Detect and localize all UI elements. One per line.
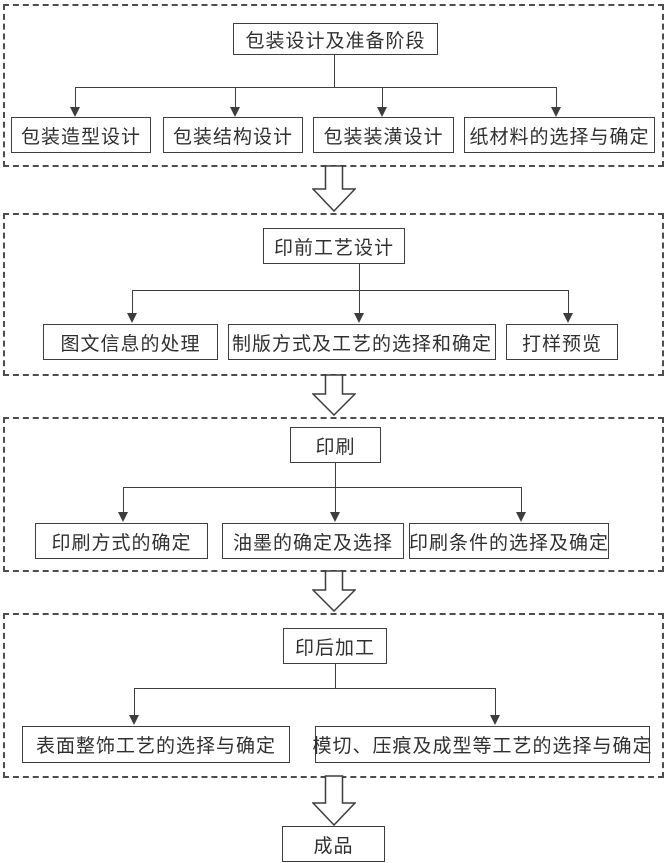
node-s3-child-2: 油墨的确定及选择 bbox=[222, 523, 404, 559]
node-s3-child-3: 印刷条件的选择及确定 bbox=[409, 523, 609, 559]
node-stage3-parent: 印刷 bbox=[290, 427, 381, 463]
arrowhead-icon bbox=[377, 107, 387, 117]
node-stage1-parent: 包装设计及准备阶段 bbox=[233, 23, 438, 55]
node-final-product: 成品 bbox=[282, 826, 385, 862]
arrowhead-icon bbox=[516, 512, 526, 522]
connector-s2-drop-3 bbox=[568, 290, 569, 313]
connector-s4-stem bbox=[335, 663, 336, 688]
arrowhead-icon bbox=[330, 512, 340, 522]
down-arrow-icon bbox=[312, 570, 356, 612]
connector-s1-drop-2 bbox=[235, 87, 236, 108]
arrowhead-icon bbox=[70, 107, 80, 117]
connector-s4-drop-2 bbox=[495, 688, 496, 715]
arrowhead-icon bbox=[490, 715, 500, 725]
node-s2-child-3: 打样预览 bbox=[506, 324, 618, 360]
arrowhead-icon bbox=[127, 313, 137, 323]
node-s4-child-2: 模切、压痕及成型等工艺的选择与确定 bbox=[313, 726, 652, 763]
down-arrow-icon bbox=[312, 775, 356, 826]
connector-s1-drop-4 bbox=[556, 87, 557, 108]
node-s1-child-4: 纸材料的选择与确定 bbox=[464, 117, 655, 153]
arrowhead-icon bbox=[354, 313, 364, 323]
connector-s2-stem bbox=[359, 263, 360, 313]
node-s1-child-1: 包装造型设计 bbox=[11, 117, 151, 153]
node-stage2-parent: 印前工艺设计 bbox=[263, 228, 405, 264]
connector-s4-bus bbox=[134, 688, 495, 689]
connector-s1-stem bbox=[334, 54, 335, 87]
connector-s3-drop-1 bbox=[123, 487, 124, 512]
arrowhead-icon bbox=[551, 107, 561, 117]
connector-s1-bus bbox=[75, 87, 557, 88]
arrowhead-icon bbox=[563, 313, 573, 323]
node-s4-child-1: 表面整饰工艺的选择与确定 bbox=[22, 726, 290, 763]
node-stage4-parent: 印后加工 bbox=[283, 628, 387, 664]
connector-s1-drop-1 bbox=[75, 87, 76, 108]
arrowhead-icon bbox=[230, 107, 240, 117]
node-s3-child-1: 印刷方式的确定 bbox=[35, 523, 208, 559]
node-s1-child-3: 包装装潢设计 bbox=[313, 117, 454, 153]
connector-s2-bus bbox=[132, 290, 568, 291]
arrowhead-icon bbox=[129, 715, 139, 725]
arrowhead-icon bbox=[118, 512, 128, 522]
down-arrow-icon bbox=[312, 374, 356, 416]
connector-s1-drop-3 bbox=[382, 87, 383, 108]
node-s1-child-2: 包装结构设计 bbox=[163, 117, 303, 153]
connector-s3-drop-3 bbox=[521, 487, 522, 512]
node-s2-child-2: 制版方式及工艺的选择和确定 bbox=[228, 324, 496, 360]
connector-s4-drop-1 bbox=[134, 688, 135, 715]
node-s2-child-1: 图文信息的处理 bbox=[43, 324, 218, 360]
connector-s2-drop-1 bbox=[132, 290, 133, 313]
connector-s3-bus bbox=[123, 487, 521, 488]
down-arrow-icon bbox=[312, 165, 356, 212]
